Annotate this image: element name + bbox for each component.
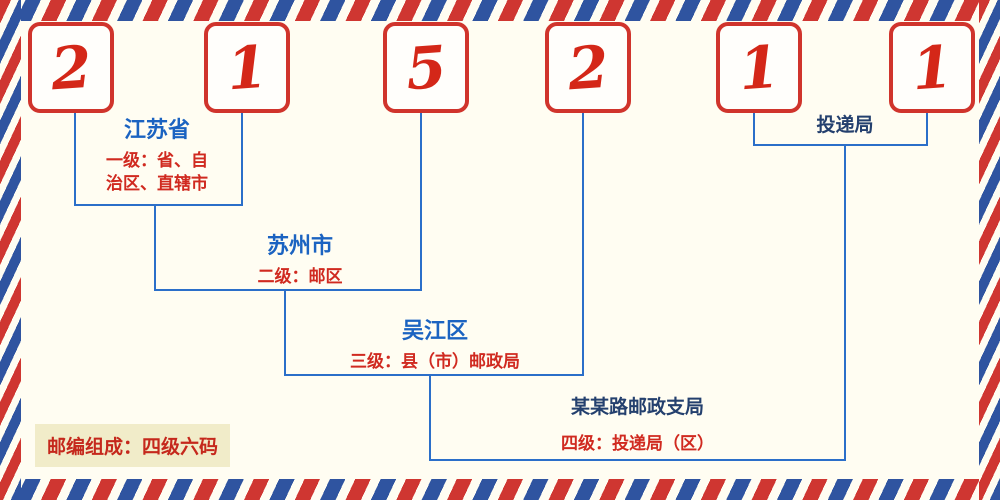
- delivery-name: 投递局: [816, 115, 874, 136]
- district-desc: 三级：县（市）邮政局: [350, 352, 520, 371]
- postal-digit-box: 1: [889, 22, 975, 113]
- province-desc: 一级：省、自 治区、直辖市: [62, 150, 252, 196]
- postal-digit-box: 5: [383, 22, 469, 113]
- district-name: 吴江区: [401, 318, 468, 343]
- postal-digit: 5: [403, 32, 449, 103]
- postal-digit: 2: [48, 32, 94, 103]
- postal-digit: 1: [736, 32, 782, 103]
- label-district: 吴江区 三级：县（市）邮政局: [295, 313, 575, 374]
- label-branch: 某某路邮政支局 四级：投递局（区）: [495, 392, 780, 456]
- city-name: 苏州市: [266, 233, 333, 258]
- city-desc: 二级：邮区: [257, 267, 343, 286]
- postal-digit: 1: [909, 32, 955, 103]
- composition-badge: 邮编组成：四级六码: [35, 424, 231, 467]
- province-name: 江苏省: [123, 117, 190, 142]
- postal-digit-box: 1: [204, 22, 290, 113]
- airmail-border-top: [0, 0, 1000, 21]
- connector-branch: [429, 145, 846, 461]
- province-desc-line2: 治区、直辖市: [106, 173, 208, 193]
- branch-desc: 四级：投递局（区）: [561, 434, 714, 453]
- postal-digit-box: 2: [28, 22, 114, 113]
- label-delivery: 投递局: [765, 110, 925, 137]
- connector-district: [284, 103, 584, 376]
- branch-name: 某某路邮政支局: [570, 397, 704, 418]
- connector-city: [154, 103, 422, 291]
- label-city: 苏州市 二级：邮区: [205, 228, 395, 289]
- postal-digit: 2: [565, 32, 611, 103]
- connector-province: [74, 103, 243, 206]
- airmail-border-left: [0, 0, 21, 500]
- postal-digit-box: 1: [716, 22, 802, 113]
- postal-digit: 1: [224, 32, 270, 103]
- province-desc-line1: 一级：省、自: [106, 151, 208, 170]
- label-province: 江苏省 一级：省、自 治区、直辖市: [62, 112, 252, 196]
- airmail-border-bottom: [0, 479, 1000, 500]
- postal-digit-box: 2: [545, 22, 631, 113]
- airmail-border-right: [979, 0, 1000, 500]
- connector-delivery: [753, 103, 928, 146]
